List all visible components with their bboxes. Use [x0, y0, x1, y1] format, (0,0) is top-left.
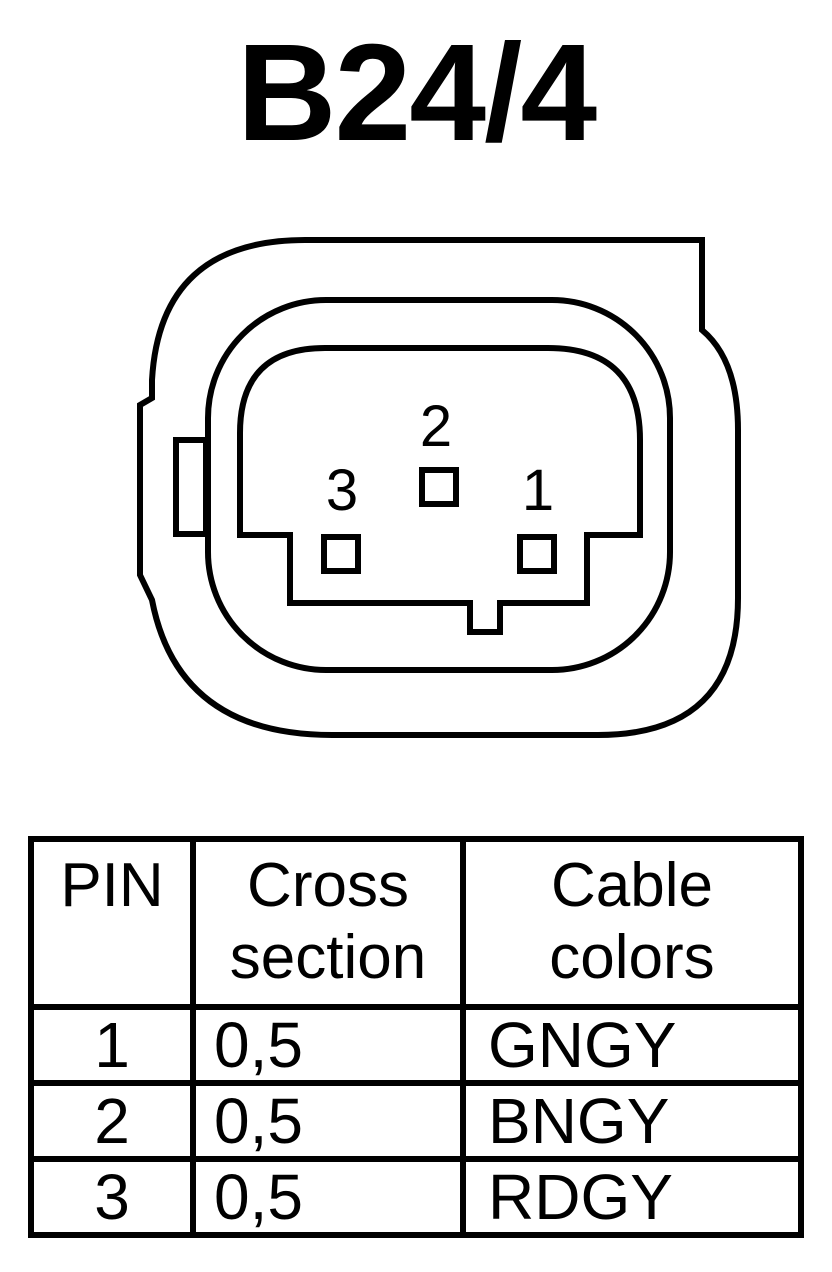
header-cross-section-line1: Cross	[247, 851, 409, 920]
cell-cross-section: 0,5	[190, 1080, 466, 1162]
pin-3-label: 3	[326, 458, 358, 523]
table-row: 2 0,5 BNGY	[28, 1080, 804, 1162]
connector-housing-outline	[137, 237, 741, 738]
table-row: 3 0,5 RDGY	[28, 1156, 804, 1238]
cell-cable-color: BNGY	[460, 1080, 804, 1162]
table-row: 1 0,5 GNGY	[28, 1004, 804, 1086]
pin-3-contact	[321, 534, 361, 574]
cell-pin: 1	[28, 1004, 196, 1086]
header-cross-section: Cross section	[190, 836, 466, 1010]
header-cross-section-line2: section	[229, 923, 427, 992]
header-pin-label: PIN	[60, 851, 164, 920]
table-header-row: PIN Cross section Cable colors	[28, 836, 804, 1010]
pin-2-contact	[419, 467, 459, 507]
header-pin: PIN	[28, 836, 196, 1010]
pin-1-contact	[517, 534, 557, 574]
cell-cable-color: GNGY	[460, 1004, 804, 1086]
connector-latch	[173, 437, 209, 537]
connector-diagram: 2 3 1	[137, 237, 741, 738]
connector-title: B24/4	[236, 16, 597, 170]
cell-cross-section: 0,5	[190, 1004, 466, 1086]
header-cable-colors-line1: Cable	[551, 851, 713, 920]
cell-pin: 3	[28, 1156, 196, 1238]
cell-pin: 2	[28, 1080, 196, 1162]
cell-cable-color: RDGY	[460, 1156, 804, 1238]
header-cable-colors-line2: colors	[549, 923, 715, 992]
pin-1-label: 1	[522, 458, 554, 523]
pin-2-label: 2	[420, 394, 452, 459]
header-cable-colors: Cable colors	[460, 836, 804, 1010]
connector-pin-cavity	[237, 345, 643, 635]
connector-inner-rim	[205, 297, 673, 673]
pin-assignment-table: PIN Cross section Cable colors 1 0,5 GNG…	[28, 836, 804, 1238]
cell-cross-section: 0,5	[190, 1156, 466, 1238]
